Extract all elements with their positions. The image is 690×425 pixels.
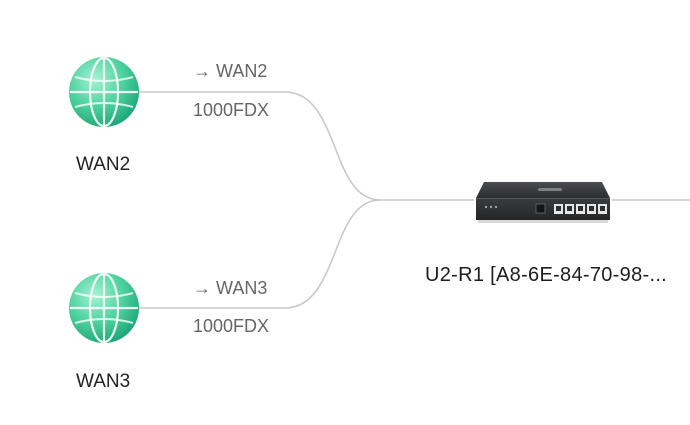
link-line-wan3 <box>138 199 381 309</box>
router-device[interactable] <box>474 176 612 228</box>
router-device-label[interactable]: U2-R1 [A8-6E-84-70-98-... <box>425 264 668 286</box>
wan2-node[interactable] <box>67 55 141 129</box>
wan2-node-label[interactable]: WAN2 <box>76 154 131 175</box>
brand-logo-mark <box>538 188 562 191</box>
link-line-wan2 <box>138 91 381 201</box>
wan3-node-label[interactable]: WAN3 <box>76 371 131 392</box>
globe-icon <box>69 272 139 344</box>
wan2-link-direction: → WAN2 <box>193 61 268 81</box>
wan3-link-speed: 1000FDX <box>193 316 270 336</box>
wan2-link-speed: 1000FDX <box>193 100 270 120</box>
router-device-image <box>476 182 610 223</box>
wan3-link-direction: → WAN3 <box>193 278 268 298</box>
globe-icon <box>69 56 139 128</box>
wan3-node[interactable] <box>67 271 141 345</box>
